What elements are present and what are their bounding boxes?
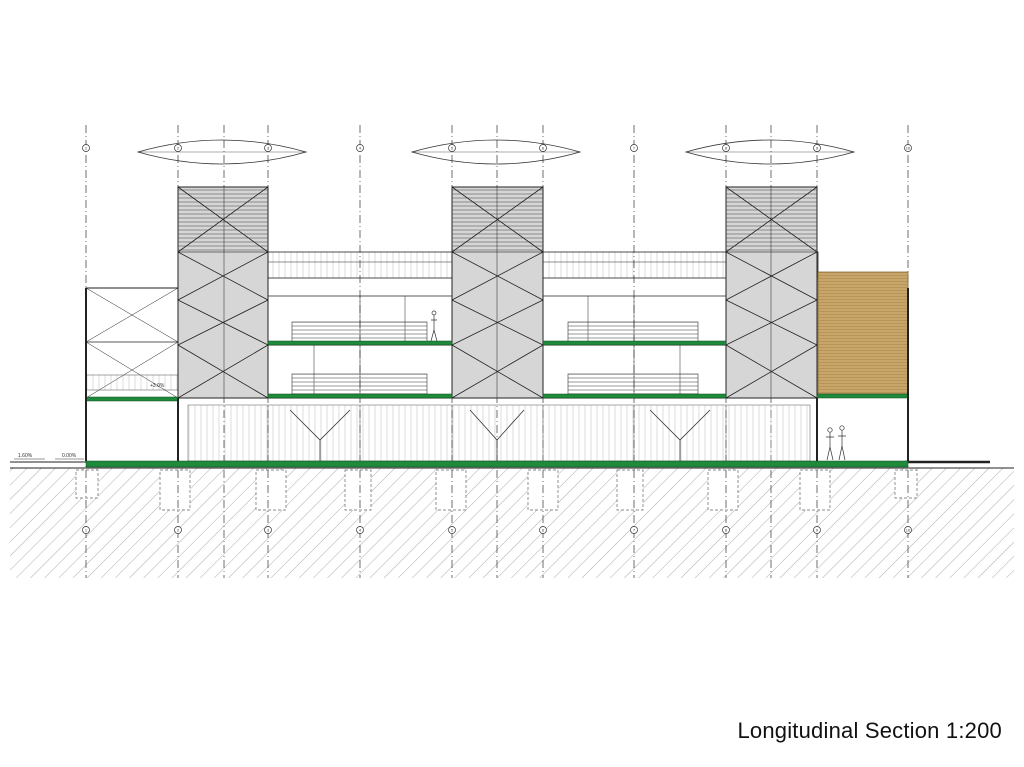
grid-axis-label: 9 — [816, 146, 819, 151]
grid-axis-label: 2 — [177, 146, 180, 151]
roof-canopies — [136, 139, 856, 165]
railings — [291, 321, 699, 395]
drawing-title: Longitudinal Section 1:200 — [737, 718, 1002, 743]
level-markers: 1.60% 0.00% +3.0% — [14, 383, 165, 460]
grid-axis-label: 10 — [906, 146, 911, 151]
grid-axis-label: 4 — [359, 528, 362, 533]
grid-axis-label: 9 — [816, 528, 819, 533]
floor-slabs — [85, 340, 909, 468]
level-label-left-outer: 1.60% — [18, 453, 33, 459]
grid-axis-label: 7 — [633, 528, 636, 533]
grid-axis-label: 6 — [542, 146, 545, 151]
grid-axis-label: 10 — [906, 528, 911, 533]
tower-3 — [725, 186, 818, 399]
level-label-left-inner: 0.00% — [62, 453, 77, 459]
grid-axis-label: 7 — [633, 146, 636, 151]
grid-axis-label: 1 — [85, 528, 88, 533]
ground-floor-glazing — [187, 404, 811, 462]
tower-2 — [451, 186, 544, 399]
grid-bubbles — [82, 144, 912, 534]
grid-axis-label: 2 — [177, 528, 180, 533]
grid-axis-label: 4 — [359, 146, 362, 151]
columns — [85, 288, 909, 461]
grid-axis-label: 8 — [725, 528, 728, 533]
grid-axis-label: 3 — [267, 146, 270, 151]
scale-figures — [430, 310, 846, 461]
grid-axis-label: 3 — [267, 528, 270, 533]
timber-cladding — [817, 271, 909, 395]
level-label-mezz: +3.0% — [150, 383, 165, 389]
grid-axis-label: 6 — [542, 528, 545, 533]
grid-axis-label: 1 — [85, 146, 88, 151]
tower-1 — [177, 186, 269, 399]
grid-axis-label: 5 — [451, 528, 454, 533]
foundations — [75, 469, 918, 511]
grid-axis-label: 8 — [725, 146, 728, 151]
grid-axis-label: 5 — [451, 146, 454, 151]
